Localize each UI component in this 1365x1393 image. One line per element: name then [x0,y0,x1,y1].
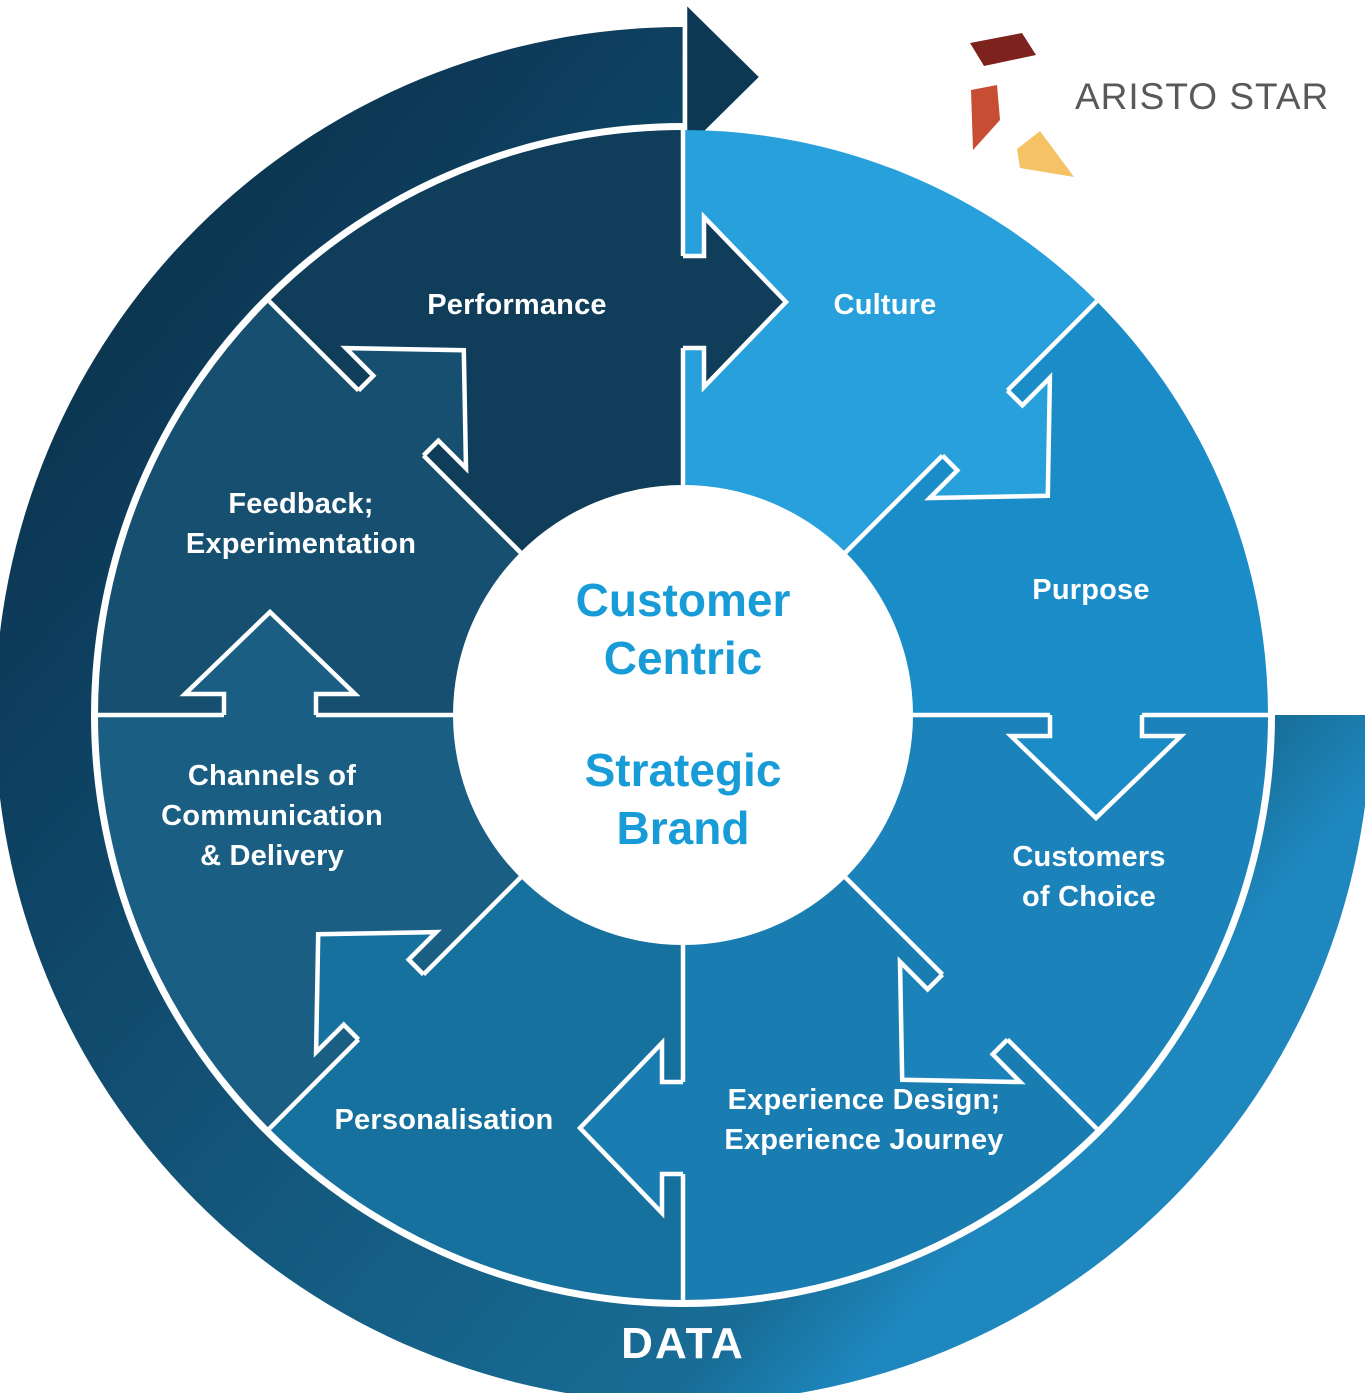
flow-arrow-channels-to-feedback-outline [179,608,361,715]
center-title-line2: Strategic Brand [584,744,782,854]
segment-label-performance: Performance [427,288,607,321]
segment-performance [269,129,683,553]
flow-arrow-purpose-to-customers [1011,687,1181,818]
logo-shape-red [971,85,1000,150]
flow-arrow-customers-to-experience-outline [897,956,1026,1085]
segment-label-personalisation: Personalisation [334,1103,554,1136]
flow-arrow-channels-to-feedback [185,612,355,743]
flow-arrow-culture-to-purpose-outline [924,372,1053,501]
segment-experience-design [683,877,1097,1300]
segment-label-customers-of-choice: Customers of Choice [1012,840,1166,913]
segment-culture [683,130,1097,553]
flow-arrow-experience-to-personalisation-outline [576,1037,683,1219]
segment-label-experience-design: Experience Design; Experience Journey [724,1083,1004,1156]
outer-ring-arrowhead-icon [682,0,766,159]
segment-channels [97,715,521,1129]
segment-label-feedback: Feedback; Experimentation [185,487,417,560]
logo-shape-amber [1017,131,1074,177]
flow-arrow-performance-to-culture [655,217,786,387]
center-title: Customer Centric Strategic Brand [523,572,843,858]
segment-label-channels: Channels of Communication & Delivery [161,759,383,873]
logo-shape-maroon [970,33,1036,66]
brand-wordmark: ARISTO STAR [1075,76,1330,117]
segment-customers-of-choice [845,715,1268,1129]
flow-arrow-purpose-to-customers-outline [1005,715,1187,822]
data-ring-label: DATA [621,1319,745,1368]
segment-feedback [97,301,521,715]
segment-label-culture: Culture [833,288,937,321]
flow-arrow-feedback-to-performance-outline [340,345,469,474]
segment-label-purpose: Purpose [1032,573,1150,606]
segment-personalisation [269,877,683,1300]
flow-arrow-performance-to-culture-outline [683,211,790,393]
flow-arrow-personalisation-to-channels-outline [313,929,442,1058]
center-title-line1: Customer Centric [575,574,791,685]
aristo-star-logo-icon [970,33,1074,177]
flow-arrow-experience-to-personalisation [580,1043,711,1213]
segment-purpose [845,301,1268,715]
